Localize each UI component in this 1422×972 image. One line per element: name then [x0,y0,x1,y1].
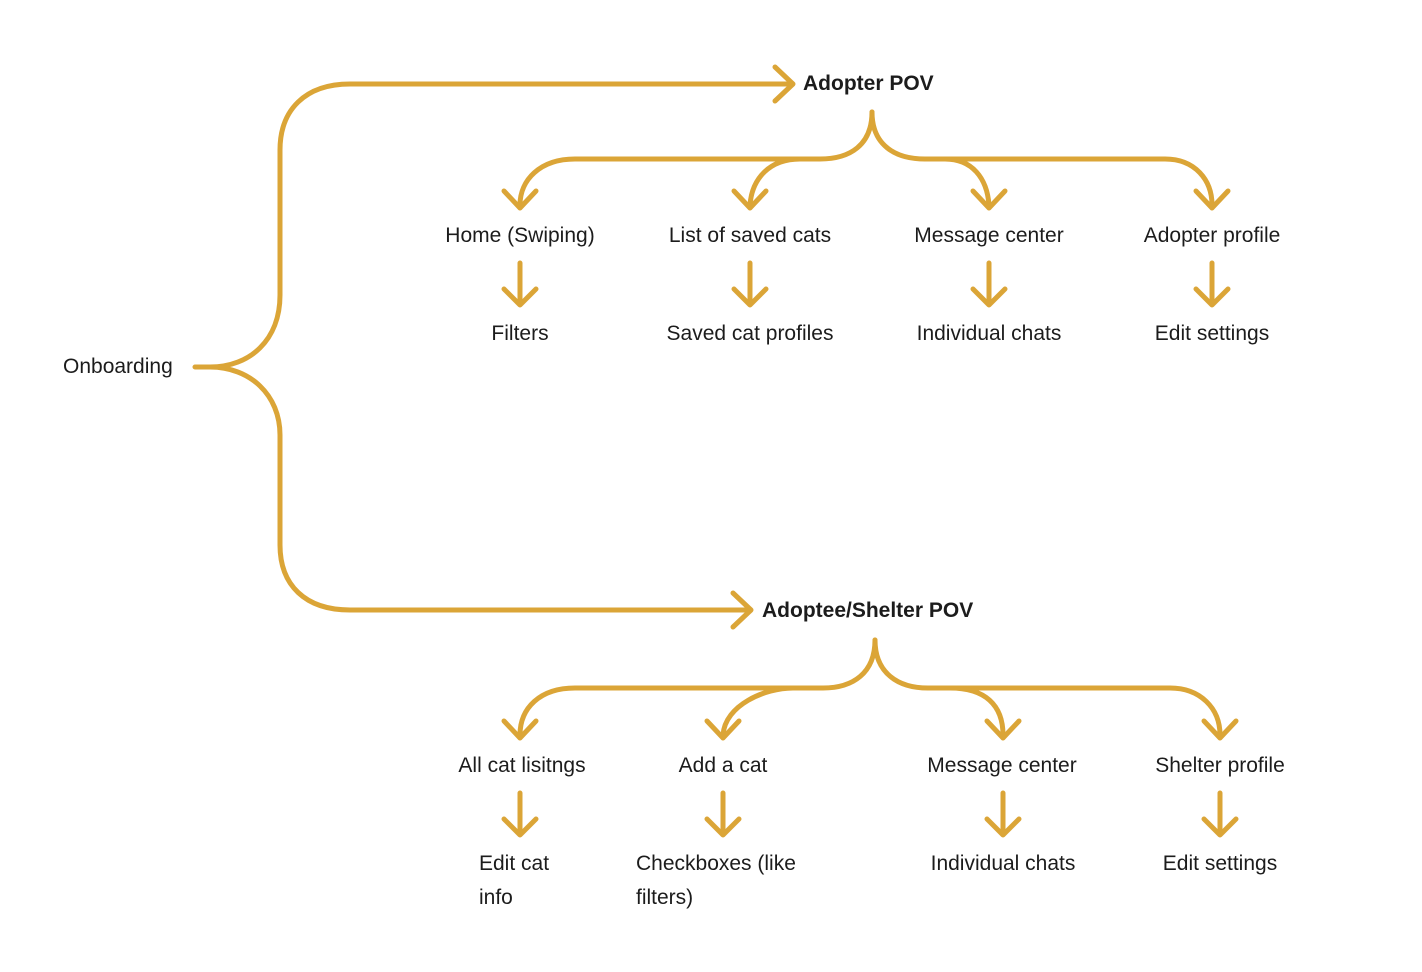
adopter-branch-3 [942,156,992,208]
adopter-child-label: Individual chats [916,322,1062,345]
shelter-child-line: Checkboxes (like [636,852,796,875]
adopter-down-arrow-3 [970,260,1008,308]
shelter-branch-2 [720,685,796,738]
arrowhead-to-adopter [772,64,796,104]
adopter-section-label: Adopter profile [1143,224,1281,247]
shelter-arrowhead-2 [704,718,742,741]
shelter-down-arrow-3 [984,790,1022,838]
adopter-brace-left [517,109,875,208]
shelter-section-label: Message center [927,754,1077,777]
adopter-brace-right [869,109,1215,208]
onboarding-brace-top [192,81,793,370]
arrowhead-to-shelter [730,590,754,630]
shelter-brace-right [872,637,1223,738]
onboarding-label: Onboarding [63,355,173,378]
adopter-section-label: Message center [914,224,1064,247]
shelter-arrowhead-3 [984,718,1022,741]
shelter-child-line: info [479,886,513,909]
shelter-child-label: Edit cat info [479,847,549,915]
adopter-section-label: List of saved cats [668,224,832,247]
shelter-child-label: Individual chats [930,852,1076,875]
adopter-child-label: Saved cat profiles [666,322,834,345]
shelter-child-line: filters) [636,886,694,909]
shelter-section-label: Add a cat [678,754,768,777]
adopter-child-label: Edit settings [1154,322,1270,345]
adopter-section-label: Home (Swiping) [445,224,595,247]
shelter-arrowhead-1 [501,718,539,741]
adopter-down-arrow-4 [1193,260,1231,308]
shelter-branch-3 [947,685,1006,738]
shelter-section-label: Shelter profile [1155,754,1285,777]
adopter-branch-2 [747,156,803,208]
shelter-brace-left [517,637,878,738]
adopter-down-arrow-1 [501,260,539,308]
adopter-arrowhead-3 [970,188,1008,211]
shelter-child-label: Edit settings [1162,852,1278,875]
adopter-child-label: Filters [491,322,549,345]
adopter-arrowhead-2 [731,188,769,211]
shelter-child-label: Checkboxes (like filters) [636,847,796,915]
shelter-section-label: All cat lisitngs [458,754,586,777]
adopter-down-arrow-2 [731,260,769,308]
shelter-down-arrow-2 [704,790,742,838]
adopter-arrowhead-1 [501,188,539,211]
adopter-pov-title: Adopter POV [803,72,934,95]
shelter-down-arrow-1 [501,790,539,838]
shelter-child-line: Edit cat [479,852,550,875]
adopter-arrowhead-4 [1193,188,1231,211]
shelter-down-arrow-4 [1201,790,1239,838]
shelter-arrowhead-4 [1201,718,1239,741]
shelter-pov-title: Adoptee/Shelter POV [762,599,974,622]
onboarding-brace-bottom [207,364,751,613]
